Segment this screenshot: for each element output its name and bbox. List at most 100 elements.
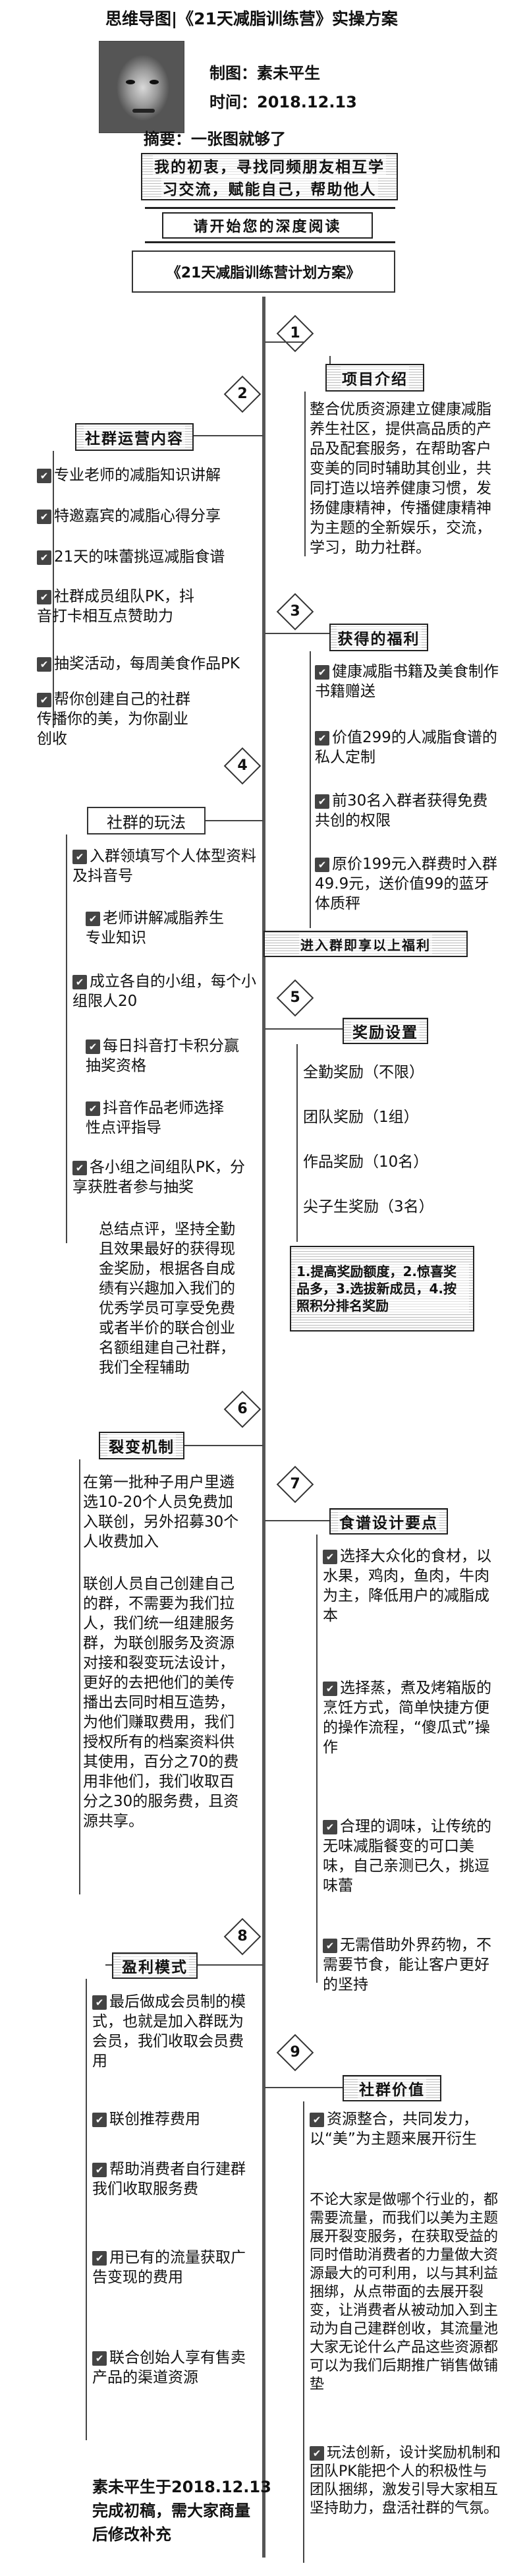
list-item-text: 原价199元入群费时入群49.9元，送价值99的蓝牙体质秤: [315, 856, 497, 912]
node-4-number: 4: [237, 757, 248, 774]
check-icon: ✔: [323, 1549, 337, 1564]
section-5-note-text: 1.提高奖励额度，2.惊喜奖品多，3.选拔新成员，4.按照积分排名奖励: [295, 1263, 469, 1314]
check-icon: ✔: [37, 589, 51, 604]
section-7-title-text: 食谱设计要点: [338, 1510, 439, 1533]
list-item-text: 联合创始人享有售卖产品的渠道资源: [92, 2349, 246, 2386]
list-item: ✔前30名入群者获得免费共创的权限: [315, 791, 499, 831]
section-8-title: 盈利模式: [112, 1952, 198, 1979]
list-item: ✔入群领填写个人体型资料及抖音号: [72, 846, 257, 886]
check-icon: ✔: [86, 1101, 100, 1116]
read-prompt: 请开始您的深度阅读: [162, 212, 373, 239]
list-item: ✔帮助消费者自行建群我们收取服务费: [92, 2159, 250, 2199]
section-3-stem: [310, 651, 311, 928]
list-item-text: 玩法创新，设计奖励机制和团队PK能把个人的积极性与团队捆绑，激发引导大家相互坚持…: [310, 2445, 501, 2517]
section-9-title-text: 社群价值: [358, 2077, 426, 2099]
check-icon: ✔: [323, 1938, 337, 1953]
check-icon: ✔: [72, 974, 87, 989]
section-5-title: 奖励设置: [343, 1018, 428, 1044]
section-3-title: 获得的福利: [329, 624, 428, 651]
check-icon: ✔: [86, 911, 100, 926]
section-4-summary: 总结点评，坚持全勤且效果最好的获得现金奖励，根据各自成绩有兴趣加入我们的优秀学员…: [99, 1221, 235, 1376]
check-icon: ✔: [323, 1819, 337, 1834]
check-icon: ✔: [92, 2250, 107, 2266]
list-item: ✔帮你创建自己的社群传播你的美，为你副业创收: [37, 689, 195, 749]
footer-line-1: 素未平生于2018.12.13: [92, 2478, 271, 2496]
list-item-text: 合理的调味，让传统的无味减脂餐变的可口美味，自己亲测已久，挑逗味蕾: [323, 1818, 491, 1894]
list-item-text: 社群成员组队PK，抖音打卡相互点赞助力: [37, 588, 194, 625]
check-icon: ✔: [72, 1160, 87, 1175]
section-1-stem: [304, 392, 306, 556]
list-item-text: 价值299的人减脂食谱的私人定制: [315, 729, 497, 766]
node-2-number: 2: [237, 386, 248, 402]
list-item: ✔资源整合，共同发力，以“美”为主题来展开衍生: [310, 2109, 501, 2149]
author-avatar: [99, 41, 184, 133]
list-item: ✔抖音作品老师选择性点评指导: [86, 1098, 237, 1138]
node-9-number: 9: [290, 2044, 300, 2061]
reward-item: 尖子生奖励（3名）: [303, 1198, 434, 1215]
list-item: ✔各小组之间组队PK，分享获胜者参与抽奖: [72, 1157, 257, 1197]
section-8-stem: [86, 1979, 87, 2440]
node-7-number: 7: [290, 1476, 300, 1492]
section-1-text: 整合优质资源建立健康减脂养生社区，提供高品质的产品及配套服务，在帮助客户变美的同…: [310, 401, 491, 556]
list-item: ✔价值299的人减脂食谱的私人定制: [315, 728, 499, 767]
list-item: ✔玩法创新，设计奖励机制和团队PK能把个人的积极性与团队捆绑，激发引导大家相互坚…: [310, 2444, 501, 2518]
list-item: 联创人员自己创建自己的群，不需要为我们拉人，我们统一组建服务群，为联创服务及资源…: [83, 1575, 239, 1830]
list-item: ✔成立各自的小组，每个小组限人20: [72, 972, 257, 1011]
list-item-text: 各小组之间组队PK，分享获胜者参与抽奖: [72, 1159, 245, 1196]
check-icon: ✔: [92, 2162, 107, 2177]
check-icon: ✔: [92, 1995, 107, 2010]
section-4-stem: [66, 834, 67, 1243]
list-item: ✔最后做成会员制的模式，也就是加入群既为会员，我们收取会员费用: [92, 1992, 250, 2071]
section-2-title: 社群运营内容: [75, 423, 194, 451]
check-icon: ✔: [86, 1039, 100, 1054]
list-item: ✔用已有的流量获取广告变现的费用: [92, 2248, 250, 2287]
page-title: 思维导图|《21天减脂训练营》实操方案: [105, 9, 398, 28]
intro-line-1: 我的初衷，寻找同频朋友相互学: [141, 153, 398, 177]
list-item: 不论大家是做哪个行业的，都需要流量，而我们以美为主题展开裂变服务，在获取受益的同…: [310, 2191, 501, 2394]
check-icon: ✔: [315, 730, 329, 746]
time-value: 2018.12.13: [257, 93, 357, 111]
intro-divider-2: [145, 241, 395, 243]
section-7-title: 食谱设计要点: [329, 1508, 448, 1535]
list-item: ✔无需借助外界药物，不需要节食，能让客户更好的坚持: [323, 1935, 501, 1995]
section-3-title-text: 获得的福利: [336, 626, 422, 649]
time-row: 时间：2018.12.13: [209, 92, 357, 112]
reward-item: 作品奖励（10名）: [303, 1154, 429, 1171]
section-4-title: 社群的玩法: [87, 807, 206, 834]
section-1-title-text: 项目介绍: [341, 366, 409, 389]
list-item: ✔每日抖音打卡积分赢抽奖资格: [86, 1036, 244, 1076]
check-icon: ✔: [37, 509, 51, 524]
check-icon: ✔: [37, 468, 51, 483]
list-item: ✔联合创始人享有售卖产品的渠道资源: [92, 2348, 250, 2387]
node-8-number: 8: [237, 1928, 248, 1945]
reward-item: 全勤奖励（不限）: [303, 1064, 424, 1081]
time-label: 时间：: [209, 93, 257, 111]
check-icon: ✔: [37, 692, 51, 707]
list-item: ✔联创推荐费用: [92, 2109, 250, 2129]
list-item-text: 老师讲解减脂养生专业知识: [86, 910, 224, 947]
section-6-title-text: 裂变机制: [107, 1434, 176, 1457]
section-4-title-text: 社群的玩法: [107, 813, 186, 832]
plan-title-text: 《21天减脂训练营计划方案》: [166, 265, 361, 281]
intro-line-1-text: 我的初衷，寻找同频朋友相互学: [153, 154, 386, 177]
list-item-text: 21天的味蕾挑逗减脂食谱: [54, 548, 225, 566]
intro-divider: [145, 207, 395, 209]
author-label: 制图：: [209, 64, 257, 82]
list-item: 在第一批种子用户里遴选10-20个人员免费加入联创，另外招募30个人收费加入: [83, 1474, 239, 1550]
node-7-connector: [265, 1520, 337, 1521]
list-item-text: 健康减脂书籍及美食制作书籍赠送: [315, 663, 499, 700]
list-item: ✔合理的调味，让传统的无味减脂餐变的可口美味，自己亲测已久，挑逗味蕾: [323, 1817, 501, 1896]
check-icon: ✔: [315, 664, 329, 680]
check-icon: ✔: [310, 2112, 324, 2127]
tagline-label: 摘要：: [144, 130, 191, 148]
check-icon: ✔: [92, 2351, 107, 2366]
intro-line-2-text: 习交流，赋能自己，帮助他人: [161, 177, 378, 199]
read-prompt-text: 请开始您的深度阅读: [193, 219, 342, 235]
section-6-title: 裂变机制: [99, 1432, 184, 1459]
check-icon: ✔: [72, 849, 87, 864]
intro-line-2: 习交流，赋能自己，帮助他人: [141, 177, 398, 200]
list-item: ✔抽奖活动，每周美食作品PK: [37, 654, 248, 674]
node-3-number: 3: [290, 603, 300, 620]
section-1-title: 项目介绍: [325, 364, 424, 392]
tagline-row: 摘要：一张图就够了: [144, 129, 286, 149]
